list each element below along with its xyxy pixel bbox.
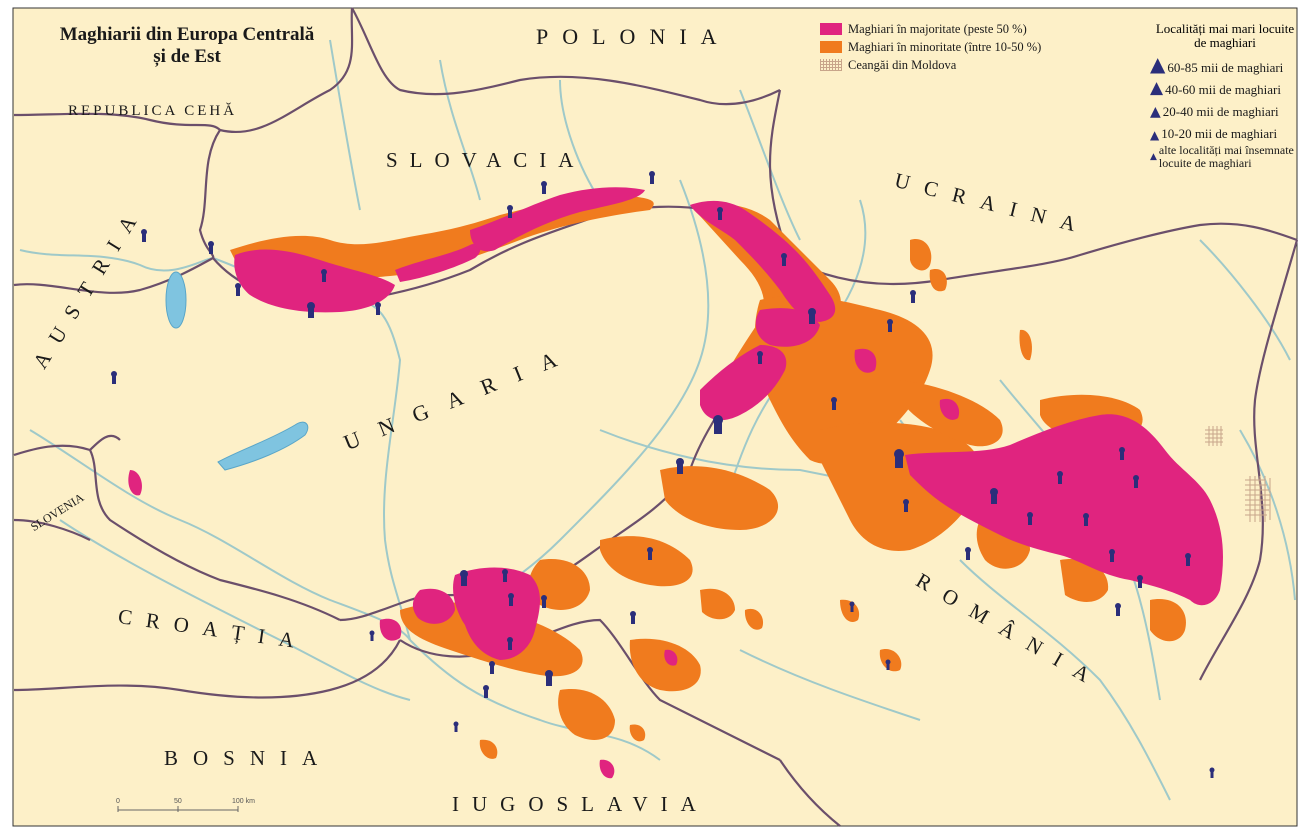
label-bosnia: BOSNIA xyxy=(164,746,333,770)
ceangai-swatch xyxy=(820,59,842,71)
legend-majority-label: Maghiari în majoritate (peste 50 %) xyxy=(848,21,1027,36)
legend-ceangai-label: Ceangăi din Moldova xyxy=(848,57,957,72)
pop-row-5: ▲alte localități mai însemnate locuite d… xyxy=(1150,142,1298,172)
person-pin-icon: ▲ xyxy=(1150,78,1164,98)
pop-row-3: ▲20-40 mii de maghiari xyxy=(1150,98,1298,120)
scale-label-50: 50 xyxy=(174,798,182,805)
pop-row-4: ▲10-20 mii de maghiari xyxy=(1150,120,1298,142)
majority-swatch xyxy=(820,23,842,35)
legend-minority-label: Maghiari în minoritate (între 10-50 %) xyxy=(848,39,1042,54)
legend-row-majority: Maghiari în majoritate (peste 50 %) xyxy=(820,20,1041,38)
person-pin-icon: ▲ xyxy=(1150,128,1160,142)
scale-label-0: 0 xyxy=(116,798,120,805)
city-markers xyxy=(111,171,1215,778)
person-pin-icon: ▲ xyxy=(1150,104,1161,120)
scale-bar xyxy=(117,806,239,812)
pop-label-5: alte localități mai însemnate locuite de… xyxy=(1158,143,1294,170)
pop-row-1: ▲60-85 mii de maghiari xyxy=(1150,52,1298,76)
person-pin-icon: ▲ xyxy=(1150,151,1157,162)
person-pin-icon: ▲ xyxy=(1150,52,1166,76)
pop-row-2: ▲40-60 mii de maghiari xyxy=(1150,76,1298,98)
legend-row-ceangai: Ceangăi din Moldova xyxy=(820,56,1041,74)
label-polonia: POLONIA xyxy=(536,24,731,49)
minority-swatch xyxy=(820,41,842,53)
scale-label-100: 100 km xyxy=(232,798,255,805)
label-iugoslavia: IUGOSLAVIA xyxy=(452,792,709,816)
population-legend: ▲60-85 mii de maghiari ▲40-60 mii de mag… xyxy=(1150,52,1298,172)
label-republica-ceha: REPUBLICA CEHĂ xyxy=(68,103,238,119)
pop-label-4: 10-20 mii de maghiari xyxy=(1161,126,1278,141)
majority-areas xyxy=(128,187,1223,779)
category-legend: Maghiari în majoritate (peste 50 %) Magh… xyxy=(820,20,1041,74)
pop-label-1: 60-85 mii de maghiari xyxy=(1167,60,1284,75)
population-legend-title: Localități mai mari locuite de maghiari xyxy=(1155,21,1295,50)
map-title: Maghiarii din Europa Centrală și de Est xyxy=(22,24,352,68)
pop-label-3: 20-40 mii de maghiari xyxy=(1162,104,1279,119)
lake-neusiedl xyxy=(165,271,187,329)
ceangai-areas xyxy=(1205,426,1271,522)
lake-balaton xyxy=(217,421,309,471)
label-slovacia: SLOVACIA xyxy=(386,148,586,172)
map-title-line1: Maghiarii din Europa Centrală xyxy=(59,24,315,45)
map-title-line2: și de Est xyxy=(153,46,221,67)
pop-label-2: 40-60 mii de maghiari xyxy=(1165,82,1281,97)
legend-row-minority: Maghiari în minoritate (între 10-50 %) xyxy=(820,38,1041,56)
